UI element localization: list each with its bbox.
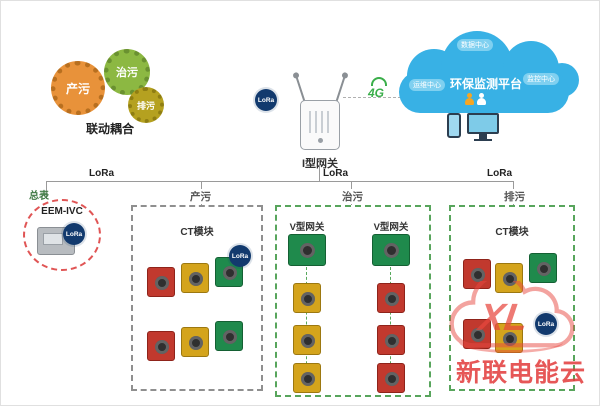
gear-treat-label: 治污	[116, 67, 138, 79]
ct-module-red	[463, 259, 491, 289]
gateway-lora-label: LoRa	[257, 96, 275, 104]
ct-module-red	[377, 363, 405, 393]
section-discharge-box: CT模块 LoRa	[449, 205, 575, 391]
badge-ops-center: 运维中心	[409, 79, 445, 91]
bus-line	[46, 181, 514, 182]
meter-label: 总表	[29, 191, 49, 202]
gateway-led-icon	[318, 138, 323, 143]
type1-gateway-device	[300, 100, 340, 150]
gear-produce: 产污	[51, 61, 105, 115]
ct-module-yellow	[495, 263, 523, 293]
meter-device-name: EEM-IVC	[41, 206, 83, 217]
gear-produce-label: 产污	[65, 81, 90, 96]
discharge-ct-label: CT模块	[495, 227, 529, 238]
section-treat-title: 治污	[339, 189, 366, 204]
produce-ct-label: CT模块	[180, 227, 214, 238]
bus-lora-center: LoRa	[323, 168, 348, 179]
ct-module-red	[377, 283, 405, 313]
ct-module-yellow	[181, 327, 209, 357]
vgateway-right-label: V型网关	[373, 222, 409, 233]
produce-lora-badge: LoRa	[229, 245, 251, 267]
bus-lora-right: LoRa	[487, 168, 512, 179]
ct-module-yellow	[293, 325, 321, 355]
discharge-lora-badge: LoRa	[535, 313, 557, 335]
coupling-caption: 联动耦合	[85, 122, 134, 136]
users-icon	[477, 93, 486, 105]
platform-title: 环保监测平台	[449, 77, 522, 91]
badge-data-center: 数据中心	[457, 39, 493, 51]
gateway-vents-icon	[309, 111, 333, 133]
4g-signal-icon	[371, 77, 387, 86]
phone-icon	[447, 113, 461, 138]
meter-lora-badge: LoRa	[63, 223, 85, 245]
vgateway-right-device	[372, 234, 410, 266]
bus-lora-left: LoRa	[89, 168, 114, 179]
ct-module-yellow	[181, 263, 209, 293]
gateway-name: I型网关	[301, 158, 339, 170]
discharge-lora-label: LoRa	[537, 320, 555, 328]
monitor-icon	[467, 113, 499, 141]
badge-monitor-center: 监控中心	[523, 73, 559, 85]
4g-label: 4G	[368, 86, 385, 100]
gateway-drop-line	[319, 159, 320, 181]
ct-module-yellow	[495, 323, 523, 353]
section-produce-box: CT模块 LoRa	[131, 205, 263, 391]
gear-discharge-label: 排污	[136, 100, 155, 111]
produce-lora-label: LoRa	[231, 252, 249, 260]
cloud-platform: 数据中心 运维中心 监控中心 环保监测平台	[397, 27, 579, 125]
gear-discharge: 排污	[128, 87, 164, 123]
gateway-lora-badge: LoRa	[255, 89, 277, 111]
meter-lora-label: LoRa	[65, 230, 83, 238]
ct-module-red	[377, 325, 405, 355]
ct-module-red	[147, 331, 175, 361]
gateway-cloud-link	[343, 97, 401, 98]
section-discharge-title: 排污	[501, 189, 528, 204]
ct-module-red	[463, 319, 491, 349]
meter-drop-line	[46, 181, 47, 198]
ct-module-yellow	[293, 283, 321, 313]
section-treat-box: V型网关 V型网关	[275, 205, 431, 397]
ct-module-green	[529, 253, 557, 283]
users-icon	[465, 93, 474, 105]
section-produce-title: 产污	[187, 189, 214, 204]
ct-module-yellow	[293, 363, 321, 393]
meter-group-circle	[23, 199, 101, 271]
gear-treat: 治污	[104, 49, 150, 95]
ct-module-red	[147, 267, 175, 297]
vgateway-left-label: V型网关	[289, 222, 325, 233]
ct-module-green	[215, 321, 243, 351]
vgateway-left-device	[288, 234, 326, 266]
